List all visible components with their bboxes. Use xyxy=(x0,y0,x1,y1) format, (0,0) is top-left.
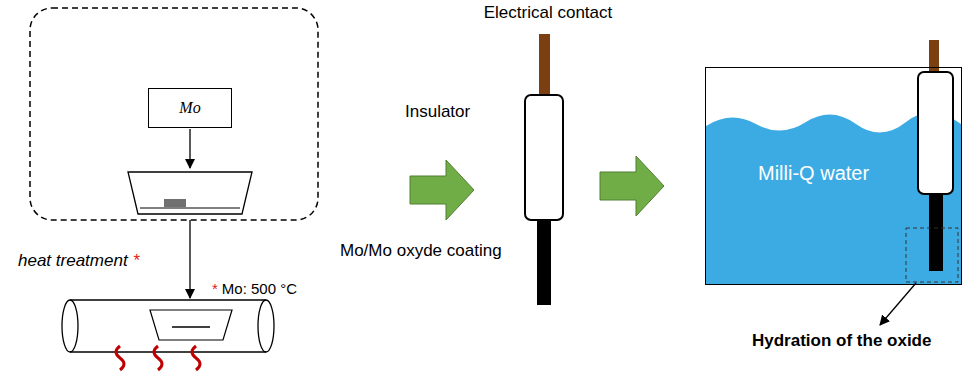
caption-label: Hydration of the oxide xyxy=(752,331,931,351)
heat-wave xyxy=(154,346,162,370)
zoom-box xyxy=(906,228,958,282)
footnote-mark: * xyxy=(212,280,218,297)
electrical-contact xyxy=(929,40,939,74)
tube-edge xyxy=(70,351,266,352)
crucible xyxy=(128,172,252,214)
heat-wave xyxy=(192,346,200,370)
node-text: Mo xyxy=(179,99,200,117)
crucible xyxy=(150,310,232,340)
sample-box: Mo xyxy=(148,88,232,128)
process-arrow xyxy=(410,160,474,220)
arrow-line xyxy=(189,220,190,298)
insulator xyxy=(918,72,953,194)
tube-end xyxy=(62,300,78,352)
mo-sample xyxy=(172,326,210,328)
water-container: Milli-Q water xyxy=(705,67,962,285)
part-label: Electrical contact xyxy=(484,3,613,23)
tube-edge xyxy=(70,299,266,300)
coating xyxy=(929,195,943,271)
insulator xyxy=(525,95,563,220)
crucible-base xyxy=(140,208,240,209)
mo-sample xyxy=(164,199,186,207)
dashed-group xyxy=(30,8,318,220)
step-label: heat treatment xyxy=(18,251,128,271)
process-arrow xyxy=(600,156,664,216)
pointer-arrow xyxy=(880,283,916,325)
tube-end xyxy=(258,300,274,352)
footnote-text: Mo: 500 °C xyxy=(222,280,297,297)
part-label: Insulator xyxy=(405,102,470,122)
heat-wave xyxy=(116,346,124,370)
footnote-mark: * xyxy=(133,251,140,271)
node-text: Milli-Q water xyxy=(758,162,869,185)
arrow-line xyxy=(189,129,190,168)
electrical-contact xyxy=(539,34,550,97)
part-label: Mo/Mo oxyde coating xyxy=(340,241,502,261)
coating xyxy=(537,221,551,305)
